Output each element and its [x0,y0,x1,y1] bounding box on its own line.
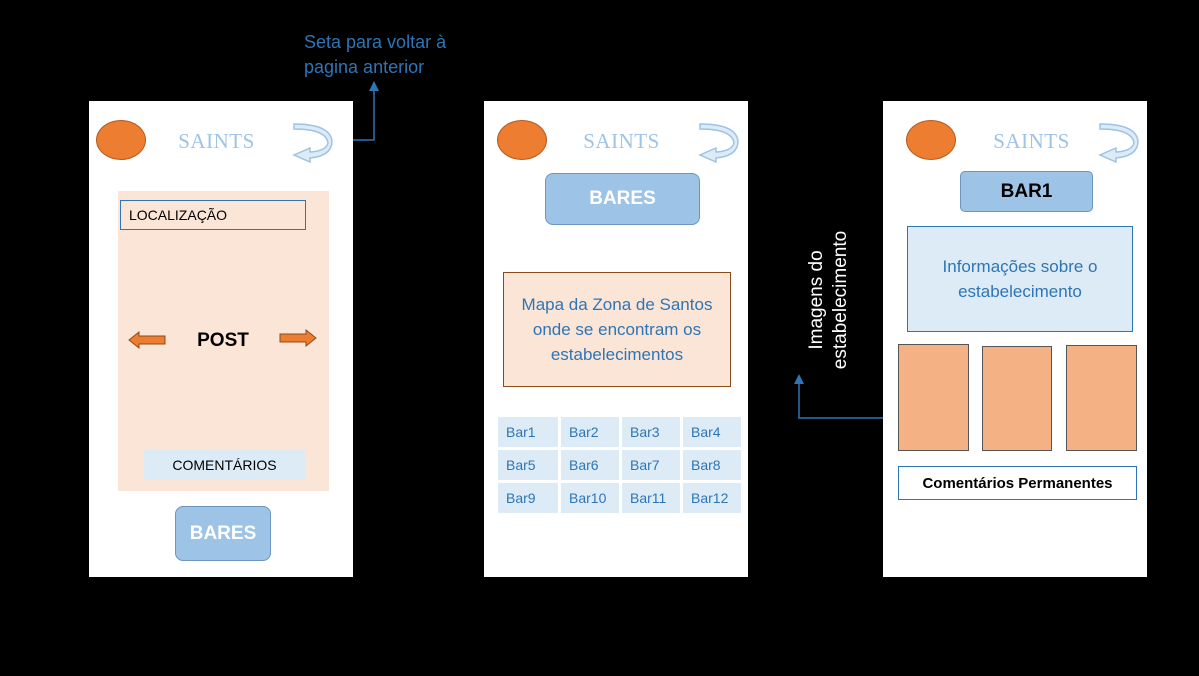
bar-cell[interactable]: Bar10 [561,483,619,513]
app-brand: SAINTS [993,129,1070,153]
screen-bar-detail: SAINTS BAR1 Informações sobre o estabele… [883,101,1147,577]
back-arrow-icon[interactable] [1096,121,1140,163]
user-avatar-icon[interactable] [96,120,146,160]
photo-1[interactable] [898,344,969,451]
bar-cell[interactable]: Bar7 [622,450,680,480]
back-arrow-annotation-line2: pagina anterior [304,57,425,77]
post-panel: LOCALIZAÇÃO POST COMENTÁRIOS [118,191,329,491]
bar-cell[interactable]: Bar1 [498,417,558,447]
post-label: POST [197,330,249,351]
bar-cell[interactable]: Bar5 [498,450,558,480]
bars-button[interactable]: BARES [175,506,271,561]
bar-cell[interactable]: Bar4 [683,417,741,447]
comments-button[interactable]: COMENTÁRIOS [144,450,305,480]
bar-title: BAR1 [960,171,1093,212]
bar-cell[interactable]: Bar9 [498,483,558,513]
screen-post: SAINTS LOCALIZAÇÃO POST COMENTÁRIOS BARE… [89,101,353,577]
left-arrow-icon[interactable] [128,331,166,349]
back-arrow-connector-head [369,81,379,91]
screen-bars: SAINTS BARES Mapa da Zona de Santos onde… [484,101,748,577]
back-arrow-icon[interactable] [290,121,334,163]
bar-cell[interactable]: Bar11 [622,483,680,513]
info-panel: Informações sobre o estabelecimento [907,226,1133,332]
user-avatar-icon[interactable] [497,120,547,160]
back-arrow-annotation: Seta para voltar à pagina anterior [304,30,484,80]
right-arrow-icon[interactable] [279,329,317,347]
back-arrow-icon[interactable] [696,121,740,163]
app-brand: SAINTS [178,129,255,153]
photo-3[interactable] [1066,345,1137,451]
permanent-comments-button[interactable]: Comentários Permanentes [898,466,1137,500]
bar-cell[interactable]: Bar6 [561,450,619,480]
bar-cell[interactable]: Bar2 [561,417,619,447]
back-arrow-annotation-line1: Seta para voltar à [304,32,447,52]
app-brand: SAINTS [583,129,660,153]
user-avatar-icon[interactable] [906,120,956,160]
images-connector-head [794,374,804,384]
bar-cell[interactable]: Bar3 [622,417,680,447]
location-field[interactable]: LOCALIZAÇÃO [120,200,306,230]
photo-2[interactable] [982,346,1052,451]
bar-cell[interactable]: Bar8 [683,450,741,480]
bar-cell[interactable]: Bar12 [683,483,741,513]
bars-grid: Bar1 Bar2 Bar3 Bar4 Bar5 Bar6 Bar7 Bar8 … [498,417,741,515]
bars-header: BARES [545,173,700,225]
map-area[interactable]: Mapa da Zona de Santos onde se encontram… [503,272,731,387]
